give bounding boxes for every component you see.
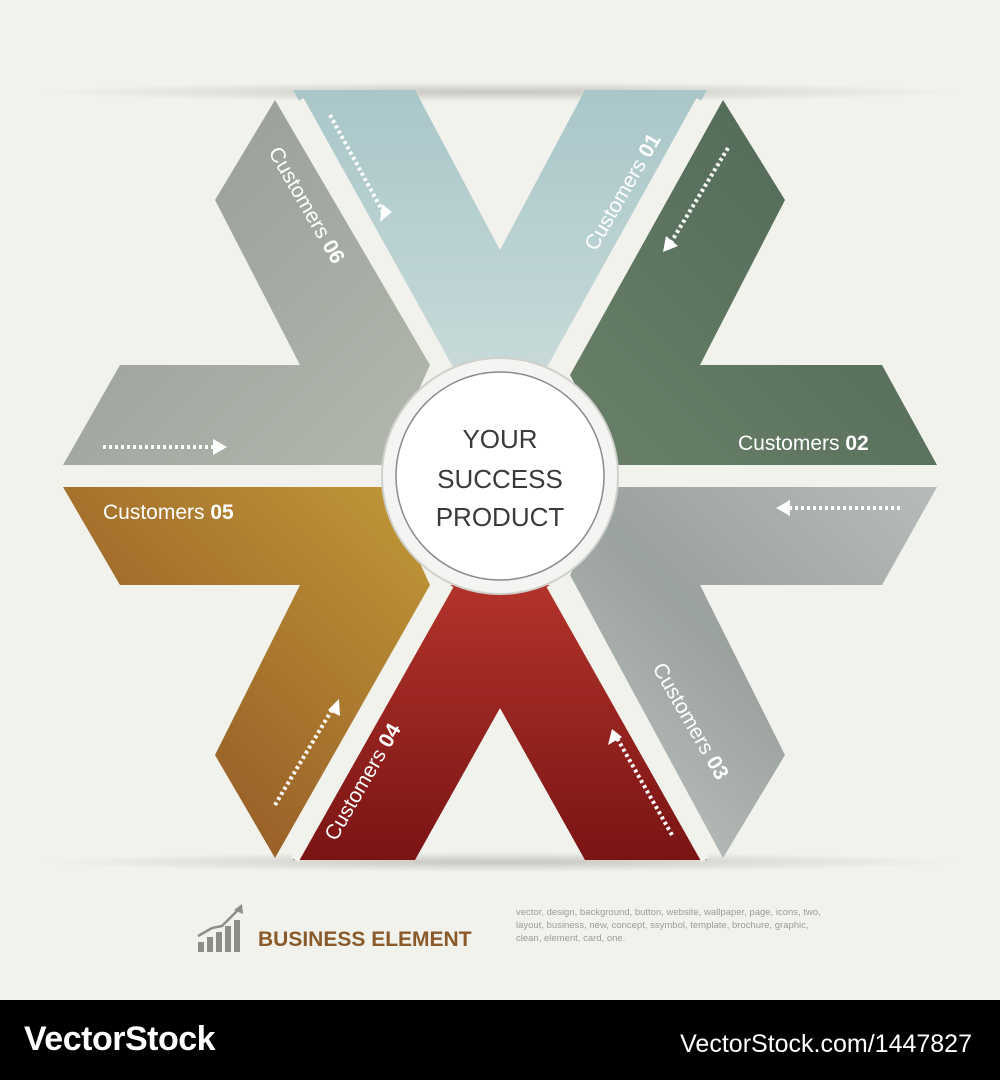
center-line3: PRODUCT — [436, 502, 565, 532]
center-line1: YOUR — [462, 424, 537, 454]
label-customers-05: Customers 05 — [103, 501, 234, 524]
bottom-shadow — [40, 852, 960, 872]
segment-05 — [63, 487, 430, 858]
arrow-icon-05 — [273, 706, 335, 807]
arrow-icon-01-right — [668, 146, 730, 246]
vectorstock-id: VectorStock.com/1447827 — [680, 1030, 972, 1058]
arrow-icon-06 — [328, 114, 385, 213]
hexagon-arrow-diagram: YOUR SUCCESS PRODUCT Customers 01 Custom… — [40, 82, 960, 872]
top-shadow — [40, 82, 960, 102]
segment-06 — [63, 100, 430, 465]
segment-01 — [293, 90, 707, 370]
watermark-banner: VectorStock VectorStock.com/1447827 — [0, 1000, 1000, 1080]
segment-02 — [570, 100, 937, 465]
label-customers-02: Customers 02 — [738, 432, 869, 455]
segment-04 — [293, 585, 707, 860]
arrow-icon-03 — [615, 737, 674, 836]
bar-chart-icon — [197, 904, 243, 952]
business-element-title: BUSINESS ELEMENT — [258, 928, 472, 951]
vectorstock-logo: VectorStock — [24, 1020, 216, 1058]
keyword-tags: vector, design, background, button, webs… — [516, 907, 821, 944]
segment-03 — [570, 487, 937, 858]
center-line2: SUCCESS — [437, 464, 563, 494]
